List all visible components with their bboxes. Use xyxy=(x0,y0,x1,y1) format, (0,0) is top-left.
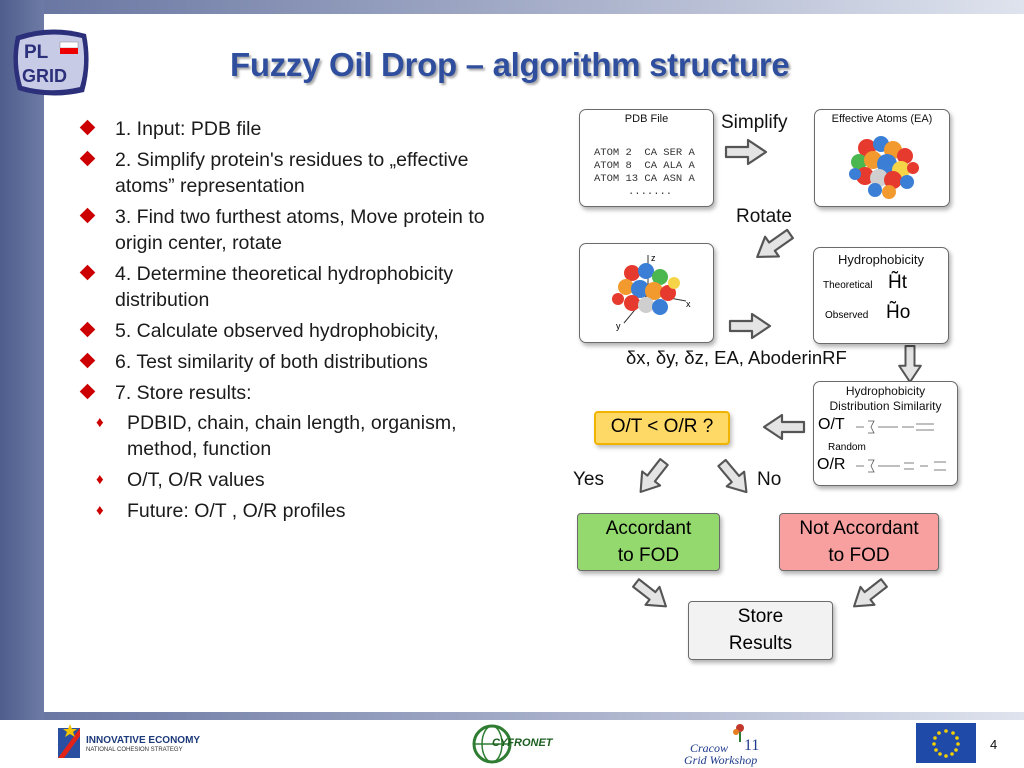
yes-label: Yes xyxy=(573,469,604,490)
simplify-label: Simplify xyxy=(721,112,788,133)
accordant-line2: to FOD xyxy=(617,545,680,566)
plgrid-logo: PL GRID xyxy=(13,29,89,96)
small-diamond-icon: ♦ xyxy=(96,414,104,431)
axis-x-label: x xyxy=(686,299,691,309)
pdb-line: ATOM 13 CA ASN A xyxy=(594,173,695,185)
axis-y-label: y xyxy=(616,321,621,331)
arrow-no-icon xyxy=(712,454,757,501)
slide-frame-bottom xyxy=(44,712,1024,720)
bullet-item: 4. Determine theoretical hydrophobicity … xyxy=(79,261,502,313)
arrow-decision-icon xyxy=(762,413,806,441)
or-formula-icon xyxy=(856,459,946,473)
pdb-line: ....... xyxy=(628,186,673,198)
small-diamond-icon: ♦ xyxy=(96,502,104,519)
sub-bullet-item: ♦PDBID, chain, chain length, organism, m… xyxy=(96,412,457,460)
arrow-hydro-icon xyxy=(728,312,772,340)
sub-bullet-item: ♦Future: O/T , O/R profiles xyxy=(96,500,346,522)
bullet-item: 7. Store results: ♦PDBID, chain, chain l… xyxy=(79,380,502,524)
bullet-item: 5. Calculate observed hydrophobicity, xyxy=(79,318,502,344)
slide-title: Fuzzy Oil Drop – algorithm structure xyxy=(230,46,790,83)
small-diamond-icon: ♦ xyxy=(96,471,104,488)
logo-text-pl: PL xyxy=(24,42,49,63)
workshop-number: 11 xyxy=(744,737,760,754)
no-label: No xyxy=(757,469,782,490)
pdb-file-box: PDB File ATOM 2 CA SER A ATOM 8 CA ALA A… xyxy=(579,109,714,207)
parameters-label: δx, δy, δz, EA, AboderinRF xyxy=(626,347,847,368)
observed-symbol: H̃o xyxy=(886,302,911,323)
bullet-item: 3. Find two furthest atoms, Move protein… xyxy=(79,204,502,256)
random-label: Random xyxy=(828,442,866,453)
eu-flag-icon xyxy=(916,723,976,763)
cyfronet-text: CYFRONET xyxy=(492,737,553,749)
not-accordant-box: Not Accordant to FOD xyxy=(779,513,939,571)
arrow-accordant-store-icon xyxy=(627,572,675,617)
sub-bullet-item: ♦O/T, O/R values xyxy=(96,469,265,491)
observed-label: Observed xyxy=(825,310,869,321)
pdb-file-caption: PDB File xyxy=(624,113,669,125)
rotated-protein-icon: z x y xyxy=(612,253,691,331)
page-number: 4 xyxy=(990,737,998,752)
cohesion-strategy-text: NATIONAL COHESION STRATEGY xyxy=(86,747,183,753)
pdb-line: ATOM 2 CA SER A xyxy=(594,147,695,159)
store-line2: Results xyxy=(728,633,793,654)
protein-molecule-icon xyxy=(849,136,919,199)
effective-atoms-box: Effective Atoms (EA) xyxy=(814,109,950,207)
ot-formula-icon xyxy=(856,420,934,434)
store-results-box: Store Results xyxy=(688,601,833,660)
hydrophobicity-caption: Hydrophobicity xyxy=(838,252,924,267)
theoretical-symbol: H̃t xyxy=(888,272,907,293)
footer: INNOVATIVE ECONOMY NATIONAL COHESION STR… xyxy=(0,720,1024,768)
ot-label: O/T xyxy=(818,416,845,433)
or-label: O/R xyxy=(817,456,846,473)
rotated-molecule-box: z x y xyxy=(579,243,714,343)
bullet-item: 6. Test similarity of both distributions xyxy=(79,349,502,375)
innovative-economy-logo xyxy=(58,724,80,758)
not-accordant-line1: Not Accordant xyxy=(799,518,919,539)
similarity-caption-line1: Hydrophobicity xyxy=(845,384,926,398)
innovative-economy-text: INNOVATIVE ECONOMY xyxy=(86,735,201,746)
logo-text-grid: GRID xyxy=(22,66,67,86)
accordant-line1: Accordant xyxy=(605,518,692,539)
rotate-label: Rotate xyxy=(736,206,792,227)
not-accordant-line2: to FOD xyxy=(828,545,890,566)
bullet-item: 1. Input: PDB file xyxy=(79,116,502,142)
distribution-similarity-box: Hydrophobicity Distribution Similarity O… xyxy=(813,381,958,486)
axis-z-label: z xyxy=(651,253,656,263)
cyfronet-logo xyxy=(472,724,512,764)
effective-atoms-caption: Effective Atoms (EA) xyxy=(831,113,933,125)
workshop-line2: Grid Workshop xyxy=(684,753,758,767)
bullet-item: 2. Simplify protein's residues to „effec… xyxy=(79,147,502,199)
workshop-flower-icon xyxy=(733,724,744,742)
arrow-yes-icon xyxy=(630,453,675,501)
arrow-notaccordant-store-icon xyxy=(845,572,893,617)
pdb-line: ATOM 8 CA ALA A xyxy=(594,160,695,172)
hydrophobicity-box: Hydrophobicity Theoretical H̃t Observed … xyxy=(813,247,949,344)
accordant-box: Accordant to FOD xyxy=(577,513,720,571)
workshop-line1: Cracow xyxy=(690,741,729,755)
sub-bullet-list: ♦PDBID, chain, chain length, organism, m… xyxy=(96,410,502,524)
bullet-list: 1. Input: PDB file 2. Simplify protein's… xyxy=(79,116,502,529)
slide-frame-left xyxy=(0,0,44,768)
arrow-rotate-icon xyxy=(749,223,798,268)
arrow-simplify-icon xyxy=(724,138,768,166)
store-line1: Store xyxy=(737,606,784,627)
arrow-down-similarity-icon xyxy=(898,345,922,383)
similarity-caption-line2: Distribution Similarity xyxy=(829,399,942,413)
theoretical-label: Theoretical xyxy=(823,280,873,291)
decision-box: O/T < O/R ? xyxy=(594,411,730,445)
slide-frame-top xyxy=(44,0,1024,14)
